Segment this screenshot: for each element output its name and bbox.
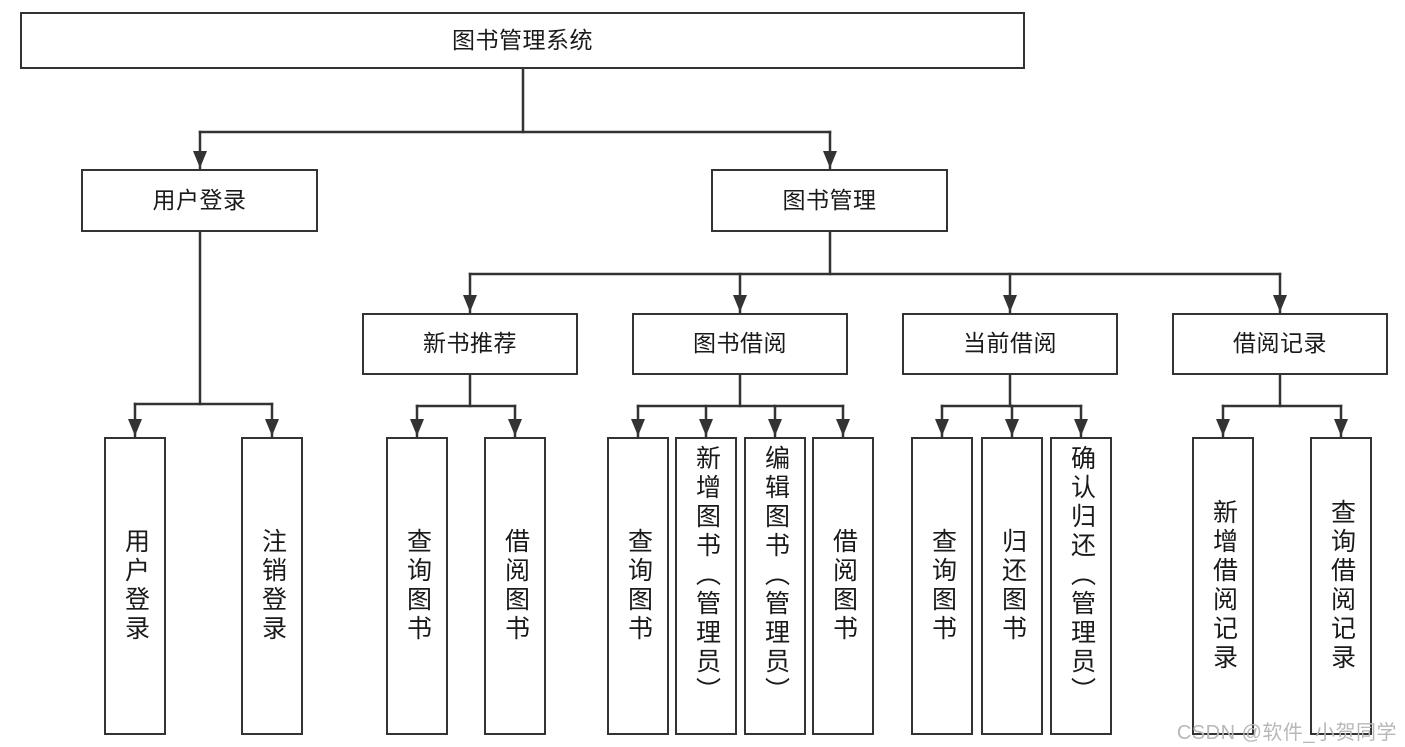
node-label: 注销登录 <box>258 528 287 644</box>
node-leaf-query-book-1[interactable]: 查询图书 <box>386 437 448 735</box>
node-leaf-edit-book[interactable]: 编辑图书（管理员） <box>744 437 806 735</box>
node-leaf-add-record[interactable]: 新增借阅记录 <box>1192 437 1254 735</box>
node-current-borrow[interactable]: 当前借阅 <box>902 313 1118 375</box>
node-leaf-query-book-3[interactable]: 查询图书 <box>911 437 973 735</box>
node-leaf-borrow-book-1[interactable]: 借阅图书 <box>484 437 546 735</box>
node-label: 查询图书 <box>624 528 653 644</box>
node-label: 用户登录 <box>152 186 247 213</box>
connector-arrowhead <box>463 295 477 312</box>
connector-arrowhead <box>1216 419 1230 436</box>
connector-arrowhead <box>836 419 850 436</box>
node-label: 图书管理 <box>782 186 877 213</box>
connector-arrowhead <box>699 419 713 436</box>
node-label: 借阅图书 <box>501 528 530 644</box>
node-new-book-rec[interactable]: 新书推荐 <box>362 313 578 375</box>
connector-arrowhead <box>265 419 279 436</box>
node-leaf-user-login[interactable]: 用户登录 <box>104 437 166 735</box>
connector-arrowhead <box>508 419 522 436</box>
connector-arrowhead <box>631 419 645 436</box>
node-leaf-borrow-book-2[interactable]: 借阅图书 <box>812 437 874 735</box>
node-leaf-add-book[interactable]: 新增图书（管理员） <box>675 437 737 735</box>
node-label: 借阅记录 <box>1233 330 1327 357</box>
connector-arrowhead <box>1074 419 1088 436</box>
node-root-root[interactable]: 图书管理系统 <box>20 12 1025 69</box>
node-label: 图书管理系统 <box>452 26 593 53</box>
node-label: 新增图书（管理员） <box>692 445 721 706</box>
node-leaf-confirm-return[interactable]: 确认归还（管理员） <box>1050 437 1112 735</box>
node-leaf-return-book[interactable]: 归还图书 <box>981 437 1043 735</box>
connector-arrowhead <box>193 151 207 168</box>
connector-arrowhead <box>128 419 142 436</box>
node-label: 查询图书 <box>403 528 432 644</box>
csdn-watermark: CSDN @软件_小贺同学 <box>1176 722 1397 744</box>
node-book-borrow[interactable]: 图书借阅 <box>632 313 848 375</box>
connector-arrowhead <box>733 295 747 312</box>
node-user-login[interactable]: 用户登录 <box>81 169 318 232</box>
node-label: 查询借阅记录 <box>1327 499 1356 673</box>
node-borrow-record[interactable]: 借阅记录 <box>1172 313 1388 375</box>
connector-arrowhead <box>768 419 782 436</box>
node-label: 归还图书 <box>998 528 1027 644</box>
connector-arrowhead <box>410 419 424 436</box>
connector-arrowhead <box>1003 295 1017 312</box>
node-label: 查询图书 <box>928 528 957 644</box>
node-label: 新书推荐 <box>423 330 517 357</box>
connector-arrowhead <box>823 151 837 168</box>
connector-arrowhead <box>935 419 949 436</box>
node-leaf-query-record[interactable]: 查询借阅记录 <box>1310 437 1372 735</box>
node-label: 编辑图书（管理员） <box>761 445 790 706</box>
node-book-manage[interactable]: 图书管理 <box>711 169 948 232</box>
node-label: 用户登录 <box>121 528 150 644</box>
node-label: 新增借阅记录 <box>1209 499 1238 673</box>
connector-arrowhead <box>1334 419 1348 436</box>
node-label: 当前借阅 <box>963 330 1057 357</box>
node-label: 确认归还（管理员） <box>1067 445 1096 706</box>
connector-arrowhead <box>1005 419 1019 436</box>
node-label: 图书借阅 <box>693 330 787 357</box>
node-label: 借阅图书 <box>829 528 858 644</box>
node-leaf-logout[interactable]: 注销登录 <box>241 437 303 735</box>
connector-arrowhead <box>1273 295 1287 312</box>
node-leaf-query-book-2[interactable]: 查询图书 <box>607 437 669 735</box>
